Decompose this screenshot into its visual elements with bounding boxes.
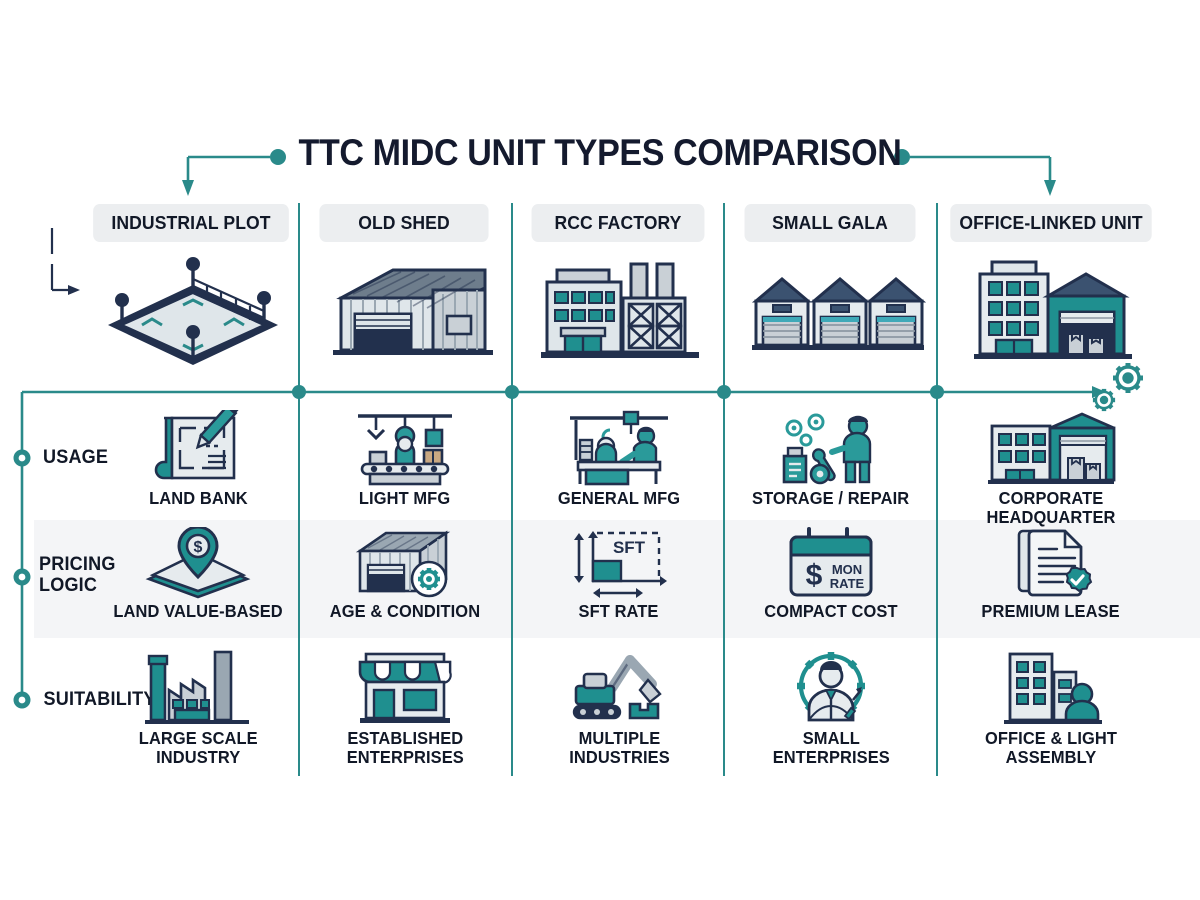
cell-suitability-rcc-factory[interactable]: MULTIPLE INDUSTRIES [527, 650, 711, 768]
cell-caption: LAND BANK [148, 488, 248, 508]
workbench-crane-icon [564, 410, 674, 486]
sft-label: SFT [613, 538, 646, 557]
column-header-0[interactable]: INDUSTRIAL PLOT [93, 204, 289, 242]
shed-gear-icon [350, 527, 460, 599]
cell-pricing-rcc-factory[interactable]: SFT SFT RATE [527, 527, 711, 621]
cell-suitability-old-shed[interactable]: ESTABLISHED ENTERPRISES [315, 650, 495, 768]
column-divider-1 [298, 203, 301, 388]
cell-caption: SFT RATE [579, 601, 659, 621]
row-of-galas-icon [740, 248, 936, 378]
factory-building-icon [527, 248, 723, 378]
factory-plant-icon [139, 650, 257, 726]
mechanic-tools-icon [776, 410, 886, 486]
body-divider-4 [936, 398, 939, 776]
office-person-icon [996, 650, 1106, 726]
column-divider-4 [936, 203, 939, 388]
office-warehouse-icon [986, 410, 1116, 486]
fenced-land-plot-icon [88, 248, 298, 378]
cell-caption: LIGHT MFG [359, 488, 451, 508]
land-dollar-pin-icon: $ [143, 527, 253, 599]
cell-caption: MULTIPLE INDUSTRIES [568, 728, 670, 768]
rate-label: RATE [830, 576, 865, 591]
row-label-pricing-logic: PRICING LOGIC [39, 554, 153, 597]
body-divider-2 [511, 398, 514, 776]
cell-pricing-small-gala[interactable]: $ MON RATE COMPACT COST [740, 527, 922, 621]
body-divider-3 [723, 398, 726, 776]
blueprint-pencil-icon [150, 410, 246, 486]
cell-suitability-industrial-plot[interactable]: LARGE SCALE INDUSTRY [100, 650, 296, 768]
column-divider-3 [723, 203, 726, 388]
row-label-line-1: PRICING [39, 554, 116, 575]
cell-caption: CORPORATE HEADQUARTER [986, 488, 1116, 528]
body-divider-1 [298, 398, 301, 776]
row-label-line-2: LOGIC [39, 575, 98, 597]
calendar-rate-icon: $ MON RATE [779, 527, 883, 599]
currency-symbol: $ [806, 559, 823, 592]
cell-pricing-old-shed[interactable]: AGE & CONDITION [315, 527, 495, 621]
svg-text:$: $ [194, 539, 203, 556]
cell-caption: OFFICE & LIGHT ASSEMBLY [984, 728, 1117, 768]
mon-label: MON [832, 562, 862, 577]
title-row: TTC MIDC UNIT TYPES COMPARISON [0, 132, 1200, 182]
row-label-usage: USAGE [43, 447, 109, 468]
column-header-1[interactable]: OLD SHED [319, 204, 489, 242]
cell-suitability-small-gala[interactable]: SMALL ENTERPRISES [740, 650, 922, 768]
metal-shed-icon [315, 248, 511, 378]
cell-caption: SMALL ENTERPRISES [772, 728, 890, 768]
row-label-suitability: SUITABILITY [43, 689, 156, 710]
area-measure-icon: SFT [567, 527, 671, 599]
cell-caption: LARGE SCALE INDUSTRY [138, 728, 258, 768]
cell-caption: STORAGE / REPAIR [752, 488, 910, 508]
column-headers: INDUSTRIAL PLOT OLD SHED RCC FACTORY SMA… [0, 204, 1200, 242]
cell-usage-rcc-factory[interactable]: GENERAL MFG [527, 410, 711, 508]
cell-caption: GENERAL MFG [557, 488, 681, 508]
cell-usage-office-linked[interactable]: CORPORATE HEADQUARTER [945, 410, 1157, 528]
cell-caption: ESTABLISHED ENTERPRISES [346, 728, 464, 768]
column-header-3[interactable]: SMALL GALA [744, 204, 916, 242]
cell-usage-industrial-plot[interactable]: LAND BANK [100, 410, 296, 508]
column-divider-2 [511, 203, 514, 388]
column-header-2[interactable]: RCC FACTORY [531, 204, 705, 242]
document-verified-icon [1001, 527, 1101, 599]
cell-pricing-industrial-plot[interactable]: $ LAND VALUE-BASED [100, 527, 296, 621]
cell-suitability-office-linked[interactable]: OFFICE & LIGHT ASSEMBLY [945, 650, 1157, 768]
column-icons [0, 248, 1200, 378]
person-gear-icon [779, 650, 883, 726]
cell-usage-old-shed[interactable]: LIGHT MFG [315, 410, 495, 508]
cell-caption: LAND VALUE-BASED [113, 601, 283, 621]
cell-caption: AGE & CONDITION [329, 601, 481, 621]
cell-caption: COMPACT COST [764, 601, 898, 621]
cell-usage-small-gala[interactable]: STORAGE / REPAIR [740, 410, 922, 508]
storefront-icon [350, 650, 460, 726]
cell-pricing-office-linked[interactable]: PREMIUM LEASE [945, 527, 1157, 621]
office-with-warehouse-icon [945, 248, 1157, 378]
excavator-icon [564, 650, 674, 726]
page-title: TTC MIDC UNIT TYPES COMPARISON [298, 132, 902, 173]
conveyor-assembly-icon [350, 410, 460, 486]
cell-caption: PREMIUM LEASE [981, 601, 1121, 621]
column-header-4[interactable]: OFFICE-LINKED UNIT [950, 204, 1152, 242]
